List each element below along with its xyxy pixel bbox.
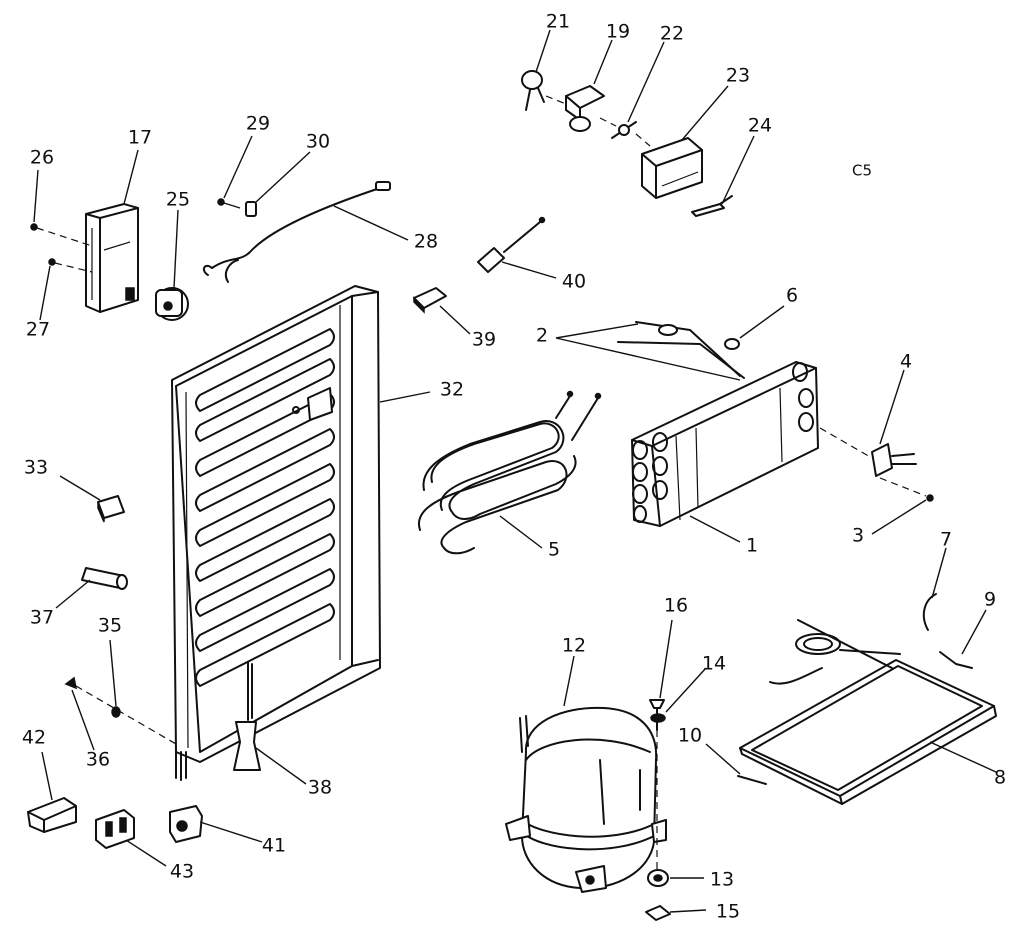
part-43-clamp	[95, 809, 135, 849]
callout-35: 35	[98, 615, 122, 637]
callout-labels: 21 19 22 23 24 17 26 25 27 29 30 28 40 3…	[22, 11, 1006, 923]
callout-38: 38	[308, 777, 332, 799]
callout-25: 25	[166, 189, 190, 211]
callout-43: 43	[170, 861, 194, 883]
part-19-start-relay	[565, 85, 605, 132]
part-36-screw	[64, 676, 177, 745]
callout-30: 30	[306, 131, 330, 153]
callout-7: 7	[940, 529, 952, 551]
callout-12: 12	[562, 635, 586, 657]
callout-6: 6	[786, 285, 798, 307]
part-12-compressor	[505, 706, 667, 893]
part-13-grommet	[647, 869, 669, 887]
callout-9: 9	[984, 589, 996, 611]
part-37-tube	[81, 567, 128, 590]
callout-27: 27	[26, 319, 50, 341]
callout-32: 32	[440, 379, 464, 401]
callout-15: 15	[716, 901, 740, 923]
part-9-clip	[939, 651, 973, 669]
callout-26: 26	[30, 147, 54, 169]
part-24-clip	[691, 195, 733, 217]
part-38-drain	[233, 721, 261, 771]
part-17-control-housing	[85, 203, 139, 313]
part-7-hose	[922, 593, 937, 631]
screw-27	[48, 258, 93, 273]
callout-36: 36	[86, 749, 110, 771]
part-2-tubes	[617, 321, 745, 379]
part-4-bracket	[819, 427, 917, 477]
callout-33: 33	[24, 457, 48, 479]
callout-14: 14	[702, 653, 726, 675]
part-22-overload	[611, 121, 637, 139]
leader-lines	[33, 29, 997, 913]
callout-37: 37	[30, 607, 54, 629]
part-5-heater-coil	[417, 390, 602, 555]
part-30-clip	[245, 201, 257, 217]
callout-4: 4	[900, 351, 912, 373]
part-28-wire-harness	[202, 181, 391, 283]
callout-23: 23	[726, 65, 750, 87]
callout-22: 22	[660, 23, 684, 45]
part-32-evaporator-panel	[171, 285, 381, 781]
callout-10: 10	[678, 725, 702, 747]
part-15-clip	[645, 905, 671, 921]
part-21-relay	[521, 70, 545, 111]
diagram-code: C5	[852, 162, 872, 180]
callout-28: 28	[414, 231, 438, 253]
part-40-connector	[477, 216, 546, 273]
assembly-line-relay	[545, 95, 651, 147]
part-6-nut	[724, 338, 740, 350]
callout-2: 2	[536, 325, 548, 347]
callout-17: 17	[128, 127, 152, 149]
callout-42: 42	[22, 727, 46, 749]
callout-41: 41	[262, 835, 286, 857]
screw-26	[30, 223, 93, 247]
callout-5: 5	[548, 539, 560, 561]
drier-coil	[769, 619, 901, 685]
callout-3: 3	[852, 525, 864, 547]
callout-29: 29	[246, 113, 270, 135]
part-10-clip	[737, 775, 767, 785]
part-35-washer	[111, 706, 121, 718]
part-39-clip	[413, 287, 447, 314]
callout-21: 21	[546, 11, 570, 33]
part-3-screw	[879, 477, 934, 502]
part-42-cap	[27, 797, 77, 833]
part-29-screw	[217, 198, 241, 209]
part-33-plug	[97, 495, 125, 523]
part-25-control	[155, 287, 189, 321]
part-41-clamp	[169, 805, 203, 843]
callout-8: 8	[994, 767, 1006, 789]
callout-19: 19	[606, 21, 630, 43]
part-8-tray	[739, 659, 997, 805]
callout-1: 1	[746, 535, 758, 557]
callout-13: 13	[710, 869, 734, 891]
callout-16: 16	[664, 595, 688, 617]
callout-24: 24	[748, 115, 772, 137]
callout-39: 39	[472, 329, 496, 351]
part-23-cover	[641, 137, 703, 199]
part-14-washer	[650, 713, 666, 723]
part-1-condenser	[631, 361, 819, 527]
callout-40: 40	[562, 271, 586, 293]
